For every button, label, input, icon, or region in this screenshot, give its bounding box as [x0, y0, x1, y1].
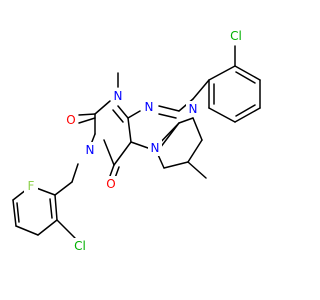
fluorine-atom-label: F	[28, 179, 35, 193]
bond	[163, 161, 189, 169]
chlorine-atom-label: Cl	[74, 239, 86, 253]
halophenyl-ring	[12, 163, 79, 239]
bond	[208, 65, 236, 81]
bond	[192, 117, 203, 141]
bond	[208, 107, 236, 123]
bond	[187, 161, 207, 179]
bond	[130, 141, 149, 149]
bond	[117, 105, 129, 119]
bond	[109, 164, 115, 177]
molecule-structure: Cl N N N O N N O F Cl	[12, 28, 261, 254]
bond	[71, 163, 79, 183]
bond	[158, 105, 180, 112]
bond	[127, 117, 132, 143]
bond	[16, 202, 20, 223]
bond	[78, 113, 96, 116]
bond	[113, 141, 132, 166]
oxygen-atom-label: O	[106, 177, 115, 191]
bond	[37, 219, 58, 236]
bond	[235, 104, 256, 117]
pyrimidinedione-ring	[78, 72, 132, 179]
bond	[192, 79, 210, 100]
bond	[112, 109, 124, 123]
bond	[15, 225, 39, 236]
atom-labels: Cl N N N O N N O F Cl	[24, 28, 246, 254]
bond	[178, 117, 194, 124]
imidazole-ring	[127, 105, 180, 149]
chlorophenyl-ring	[192, 45, 261, 123]
bond	[159, 122, 180, 149]
bond	[234, 65, 261, 81]
bond	[78, 117, 96, 124]
bond	[235, 71, 256, 84]
nitrogen-atom-label: N	[189, 102, 198, 116]
bond	[49, 198, 53, 219]
nitrogen-atom-label: N	[86, 143, 95, 157]
nitrogen-atom-label: N	[114, 89, 123, 103]
molecule-diagram: Cl N N N O N N O F Cl	[12, 28, 261, 254]
bond	[127, 110, 141, 119]
bond	[158, 113, 177, 119]
nitrogen-atom-label: N	[145, 100, 154, 114]
bond	[94, 100, 111, 115]
oxygen-atom-label: O	[66, 113, 75, 127]
bond	[54, 181, 73, 196]
nitrogen-atom-label: N	[151, 141, 160, 155]
bond	[234, 107, 261, 123]
chlorine-atom-label: Cl	[230, 29, 242, 43]
bond	[56, 219, 76, 239]
bond	[187, 139, 203, 163]
bond	[103, 139, 115, 166]
bond	[12, 199, 17, 227]
bond	[54, 194, 58, 221]
